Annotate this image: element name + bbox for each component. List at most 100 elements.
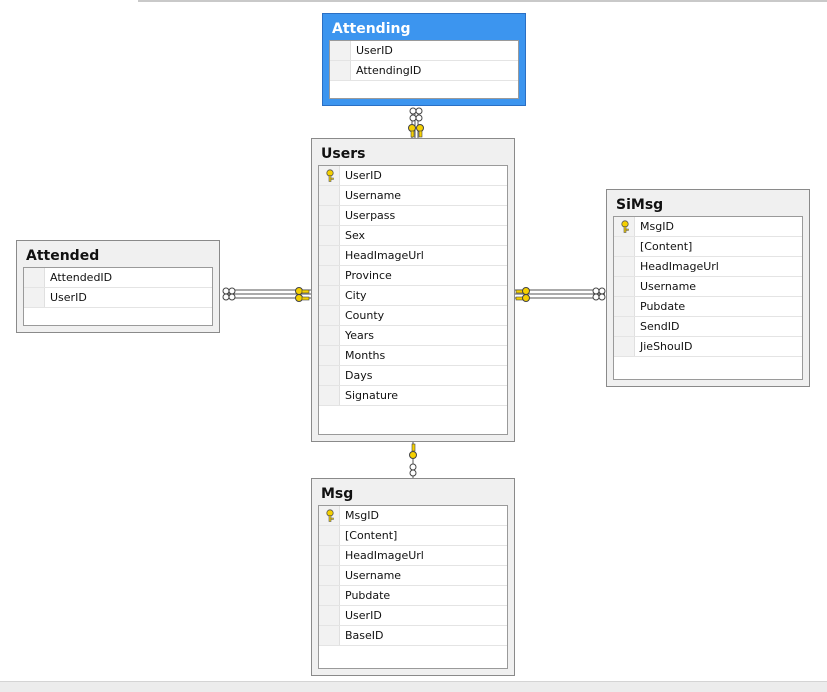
table-title: Msg xyxy=(321,486,354,502)
horizontal-scrollbar[interactable] xyxy=(0,681,827,692)
row-selector[interactable] xyxy=(319,586,340,605)
column-row[interactable]: UserID xyxy=(330,41,518,61)
row-selector[interactable] xyxy=(319,606,340,625)
column-name: Months xyxy=(345,349,386,362)
row-selector[interactable] xyxy=(614,337,635,356)
table-title: Attending xyxy=(332,21,411,37)
row-selector[interactable] xyxy=(614,277,635,296)
column-name: City xyxy=(345,289,367,302)
column-row[interactable]: Province xyxy=(319,266,507,286)
column-row[interactable]: [Content] xyxy=(319,526,507,546)
row-selector[interactable] xyxy=(319,226,340,245)
row-selector[interactable] xyxy=(319,266,340,285)
row-selector[interactable] xyxy=(330,61,351,80)
column-name: Province xyxy=(345,269,392,282)
column-name: HeadImageUrl xyxy=(345,549,424,562)
column-row[interactable]: Username xyxy=(614,277,802,297)
row-selector[interactable] xyxy=(319,326,340,345)
key-icon xyxy=(408,124,424,138)
column-row[interactable]: City xyxy=(319,286,507,306)
row-selector[interactable] xyxy=(319,346,340,365)
column-row[interactable]: UserID xyxy=(319,606,507,626)
column-row[interactable]: HeadImageUrl xyxy=(319,246,507,266)
column-row[interactable]: BaseID xyxy=(319,626,507,646)
relationship-users-simsg[interactable] xyxy=(515,287,606,302)
column-row[interactable]: SendID xyxy=(614,317,802,337)
column-name: SendID xyxy=(640,320,680,333)
row-selector[interactable] xyxy=(319,386,340,405)
column-row[interactable]: Pubdate xyxy=(319,586,507,606)
row-selector[interactable] xyxy=(319,206,340,225)
column-name: UserID xyxy=(345,609,382,622)
row-selector[interactable] xyxy=(24,288,45,307)
key-icon xyxy=(409,443,417,459)
row-selector[interactable] xyxy=(330,41,351,60)
column-name: HeadImageUrl xyxy=(640,260,719,273)
column-name: [Content] xyxy=(345,529,398,542)
column-row[interactable]: HeadImageUrl xyxy=(614,257,802,277)
row-selector[interactable] xyxy=(319,366,340,385)
column-row[interactable]: County xyxy=(319,306,507,326)
column-name: MsgID xyxy=(345,509,379,522)
relationship-users-msg[interactable] xyxy=(409,441,417,478)
row-selector[interactable] xyxy=(319,166,340,185)
row-selector[interactable] xyxy=(614,317,635,336)
column-row[interactable]: MsgID xyxy=(614,217,802,237)
infinity-icon xyxy=(409,107,423,122)
row-selector[interactable] xyxy=(319,186,340,205)
column-row[interactable]: Username xyxy=(319,186,507,206)
column-row[interactable]: Months xyxy=(319,346,507,366)
row-selector[interactable] xyxy=(319,246,340,265)
table-attending[interactable]: Attending UserID AttendingID xyxy=(322,13,526,106)
row-selector[interactable] xyxy=(319,626,340,645)
row-selector[interactable] xyxy=(614,297,635,316)
infinity-icon xyxy=(409,463,417,477)
column-row[interactable]: HeadImageUrl xyxy=(319,546,507,566)
table-title: Attended xyxy=(26,248,100,264)
column-row[interactable]: Username xyxy=(319,566,507,586)
column-row[interactable]: Signature xyxy=(319,386,507,406)
column-row[interactable]: JieShouID xyxy=(614,337,802,357)
row-selector[interactable] xyxy=(319,506,340,525)
row-selector[interactable] xyxy=(24,268,45,287)
column-row[interactable]: AttendingID xyxy=(330,61,518,81)
column-row[interactable]: Sex xyxy=(319,226,507,246)
column-name: Days xyxy=(345,369,373,382)
column-name: AttendingID xyxy=(356,64,422,77)
row-selector[interactable] xyxy=(319,566,340,585)
column-name: Username xyxy=(640,280,697,293)
column-name: UserID xyxy=(345,169,382,182)
column-name: Username xyxy=(345,569,402,582)
column-row[interactable]: Userpass xyxy=(319,206,507,226)
column-row[interactable]: AttendedID xyxy=(24,268,212,288)
column-row[interactable]: UserID xyxy=(24,288,212,308)
infinity-icon xyxy=(222,287,236,301)
key-icon xyxy=(621,220,629,233)
column-name: JieShouID xyxy=(640,340,693,353)
table-title: SiMsg xyxy=(616,197,664,213)
relationship-users-attending[interactable] xyxy=(408,107,424,139)
column-row[interactable]: Pubdate xyxy=(614,297,802,317)
column-row[interactable]: UserID xyxy=(319,166,507,186)
row-selector[interactable] xyxy=(319,306,340,325)
row-selector[interactable] xyxy=(614,237,635,256)
column-row[interactable]: Years xyxy=(319,326,507,346)
column-row[interactable]: MsgID xyxy=(319,506,507,526)
column-name: Pubdate xyxy=(640,300,686,313)
row-selector[interactable] xyxy=(319,286,340,305)
row-selector[interactable] xyxy=(614,257,635,276)
row-selector[interactable] xyxy=(614,217,635,236)
column-row[interactable]: [Content] xyxy=(614,237,802,257)
row-selector[interactable] xyxy=(319,546,340,565)
row-selector[interactable] xyxy=(319,526,340,545)
relationship-users-attended[interactable] xyxy=(222,287,312,302)
column-name: MsgID xyxy=(640,220,674,233)
column-row[interactable]: Days xyxy=(319,366,507,386)
